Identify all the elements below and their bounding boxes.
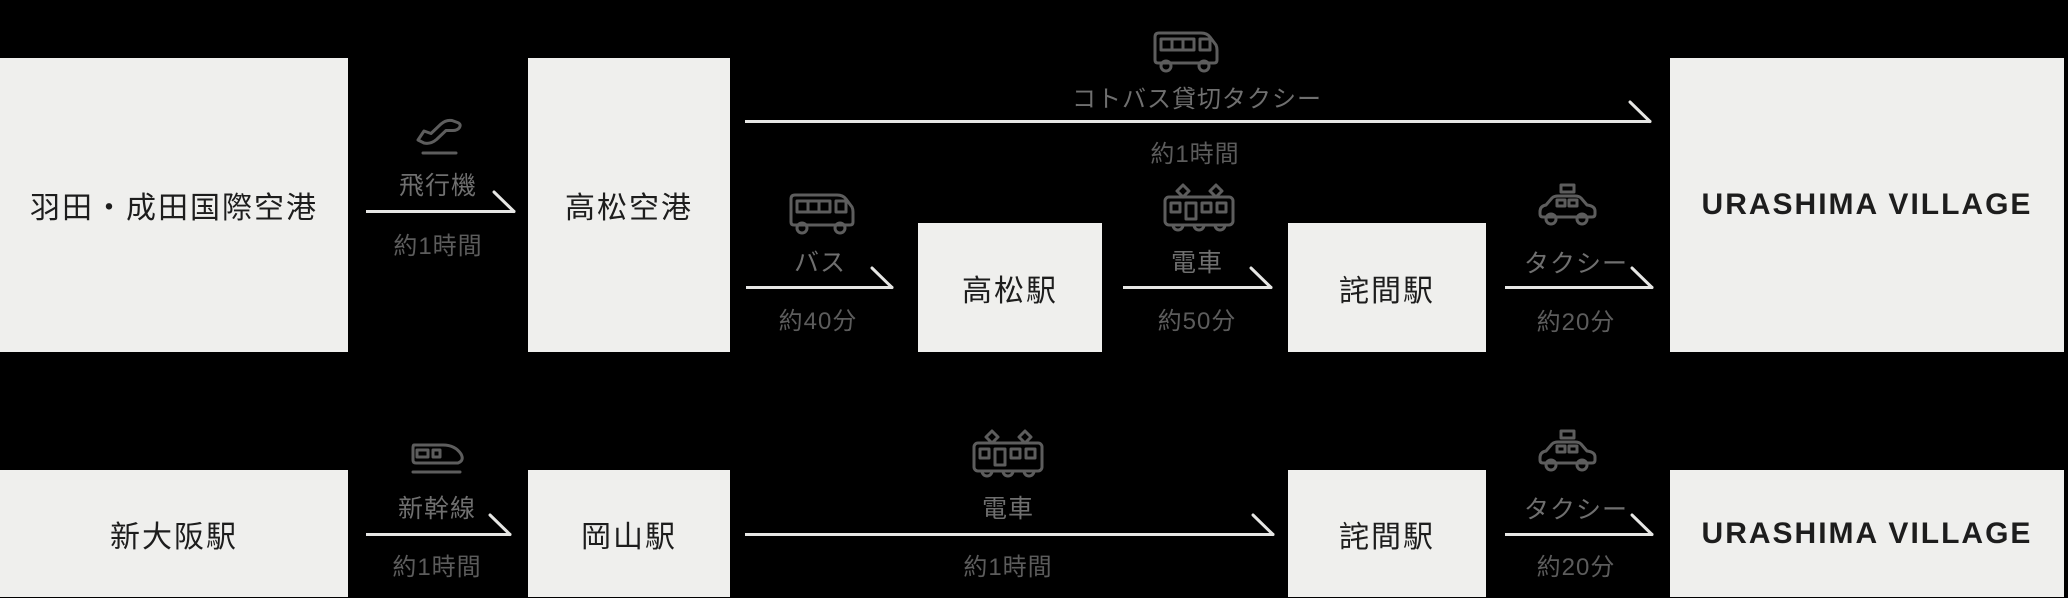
route-arrow — [1505, 266, 1654, 289]
node-urashima-village-bottom: URASHIMA VILLAGE — [1670, 470, 2064, 597]
route-arrow — [366, 190, 516, 213]
mode-label-train-bottom: 電車 — [981, 495, 1035, 523]
node-okayama-station: 岡山駅 — [528, 470, 730, 597]
duration-label-kotobus: 約1時間 — [1150, 141, 1240, 168]
node-label: 新大阪駅 — [110, 520, 238, 554]
duration-label-flight: 約1時間 — [393, 233, 483, 260]
mode-label-kotobus: コトバス貸切タクシー — [1072, 86, 1322, 113]
node-label: URASHIMA VILLAGE — [1701, 516, 2033, 550]
node-shin-osaka-station: 新大阪駅 — [0, 470, 348, 597]
route-arrow — [1505, 513, 1654, 536]
mode-label-flight: 飛行機 — [398, 172, 478, 200]
node-takuma-station-bottom: 詫間駅 — [1288, 470, 1486, 597]
duration-label-taxi-top: 約20分 — [1536, 309, 1616, 336]
mode-label-taxi-bottom: タクシー — [1523, 496, 1629, 524]
train-icon — [1160, 182, 1238, 234]
bus-icon — [786, 188, 858, 236]
airplane-icon — [411, 110, 465, 158]
mode-label-shinkansen: 新幹線 — [397, 495, 477, 523]
mode-label-train-top: 電車 — [1170, 249, 1224, 277]
duration-label-bus: 約40分 — [778, 308, 858, 335]
bus-icon — [1150, 26, 1222, 74]
node-label: URASHIMA VILLAGE — [1701, 188, 2033, 221]
node-urashima-village-top: URASHIMA VILLAGE — [1670, 58, 2064, 352]
node-takamatsu-airport: 高松空港 — [528, 58, 730, 352]
mode-label-bus: バス — [793, 249, 847, 277]
route-arrow — [746, 266, 894, 289]
route-arrow — [745, 100, 1652, 123]
node-haneda-narita-airport: 羽田・成田国際空港 — [0, 58, 348, 352]
duration-label-taxi-bottom: 約20分 — [1536, 554, 1616, 581]
node-takuma-station-top: 詫間駅 — [1288, 223, 1486, 352]
duration-label-train-top: 約50分 — [1157, 308, 1237, 335]
train-icon — [969, 428, 1047, 480]
route-arrow — [745, 513, 1275, 536]
node-takamatsu-station: 高松駅 — [918, 223, 1102, 352]
node-label: 羽田・成田国際空港 — [30, 192, 318, 225]
route-arrow — [1123, 266, 1273, 289]
shinkansen-icon — [408, 439, 466, 479]
duration-label-train-bottom: 約1時間 — [963, 554, 1053, 581]
route-arrow — [366, 513, 512, 536]
taxi-icon — [1535, 429, 1601, 477]
node-label: 岡山駅 — [581, 520, 677, 554]
duration-label-shinkansen: 約1時間 — [392, 554, 482, 581]
node-label: 高松空港 — [565, 192, 693, 225]
mode-label-taxi-top: タクシー — [1523, 250, 1629, 278]
node-label: 詫間駅 — [1339, 520, 1435, 554]
node-label: 高松駅 — [962, 274, 1058, 308]
taxi-icon — [1535, 183, 1601, 231]
node-label: 詫間駅 — [1339, 274, 1435, 308]
